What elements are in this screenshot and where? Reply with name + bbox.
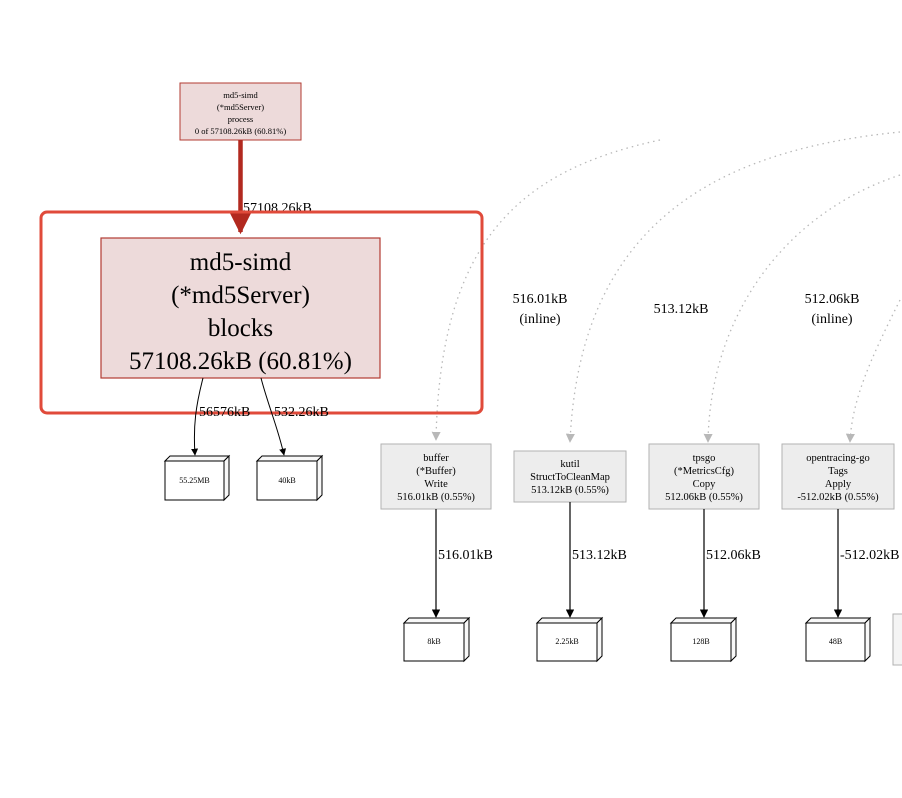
- edge-blocks-to-a1: [191, 377, 204, 456]
- node-tpsgo-line-4: 512.06kB (0.55%): [665, 492, 743, 503]
- edge-blocks-to-a2: [260, 377, 287, 456]
- alloc-label-a2: 40kB: [278, 476, 295, 485]
- node-tpsgo-line-1: tpsgo: [693, 453, 716, 464]
- edge-label-blocks-to-a2: 532.26kB: [274, 405, 329, 420]
- node-kutil-line-3: 513.12kB (0.55%): [531, 485, 609, 496]
- node-process-line-3: process: [228, 114, 254, 124]
- edge-label-tpsgo-to-a5: 512.06kB: [706, 548, 761, 563]
- node-tpsgo-line-3: Copy: [693, 479, 717, 490]
- node-blocks-line-1: md5-simd: [190, 249, 292, 276]
- inbound-label-tpsgo-value: 512.06kB: [805, 292, 860, 307]
- alloc-node-a6[interactable]: 48B: [804, 616, 872, 663]
- alloc-node-a1[interactable]: 55.25MB: [163, 454, 231, 502]
- node-buffer-line-4: 516.01kB (0.55%): [397, 492, 475, 503]
- edge-label-opentracing-to-a6: -512.02kB: [840, 548, 900, 563]
- node-process-line-4: 0 of 57108.26kB (60.81%): [195, 126, 287, 136]
- node-process-line-2: (*md5Server): [217, 102, 264, 112]
- alloc-node-a4[interactable]: 2.25kB: [535, 616, 604, 663]
- inbound-label-kutil-value: 513.12kB: [654, 302, 709, 317]
- node-opentracing-line-4: -512.02kB (0.55%): [797, 492, 879, 503]
- node-tpsgo-copy[interactable]: [648, 443, 760, 510]
- node-opentracing-line-3: Apply: [825, 479, 852, 490]
- highlight-frame: [39, 210, 484, 415]
- inbound-edge-opentracing: [845, 299, 901, 443]
- alloc-node-a3[interactable]: 8kB: [402, 616, 471, 663]
- alloc-node-a2[interactable]: 40kB: [255, 454, 324, 502]
- alloc-label-a1: 55.25MB: [179, 476, 209, 485]
- node-buffer-line-3: Write: [424, 479, 448, 490]
- alloc-label-a4: 2.25kB: [555, 637, 578, 646]
- node-kutil-line-2: StructToCleanMap: [530, 472, 610, 483]
- node-blocks[interactable]: [100, 237, 381, 379]
- node-tpsgo-line-2: (*MetricsCfg): [674, 466, 735, 477]
- alloc-node-a5[interactable]: 128B: [669, 616, 738, 663]
- node-buffer-write[interactable]: [380, 443, 492, 510]
- inbound-edge-kutil: [565, 131, 901, 443]
- alloc-label-a5: 128B: [692, 637, 709, 646]
- node-buffer-line-2: (*Buffer): [416, 466, 456, 477]
- node-blocks-line-3: blocks: [208, 315, 273, 342]
- alloc-label-a3: 8kB: [427, 637, 440, 646]
- alloc-label-a6: 48B: [829, 637, 842, 646]
- edge-label-blocks-to-a1: 56576kB: [199, 405, 250, 420]
- node-process-line-1: md5-simd: [223, 90, 258, 100]
- node-opentracing-line-1: opentracing-go: [806, 453, 870, 464]
- node-offscreen-partial[interactable]: [892, 613, 902, 666]
- inbound-label-tpsgo-note: (inline): [811, 312, 853, 327]
- node-kutil-line-1: kutil: [560, 459, 579, 470]
- node-process[interactable]: [179, 82, 302, 141]
- edge-label-process-to-blocks: 57108.26kB: [243, 201, 312, 216]
- node-blocks-line-2: (*md5Server): [171, 282, 310, 309]
- node-opentracing-line-2: Tags: [828, 466, 848, 477]
- inbound-label-buffer-value: 516.01kB: [513, 292, 568, 307]
- inbound-label-buffer-note: (inline): [519, 312, 561, 327]
- inbound-edge-tpsgo: [703, 174, 901, 443]
- node-blocks-line-4: 57108.26kB (60.81%): [129, 348, 352, 375]
- inbound-edge-buffer: [431, 139, 661, 441]
- edge-label-buffer-to-a3: 516.01kB: [438, 548, 493, 563]
- node-buffer-line-1: buffer: [423, 453, 449, 464]
- edge-label-kutil-to-a4: 513.12kB: [572, 548, 627, 563]
